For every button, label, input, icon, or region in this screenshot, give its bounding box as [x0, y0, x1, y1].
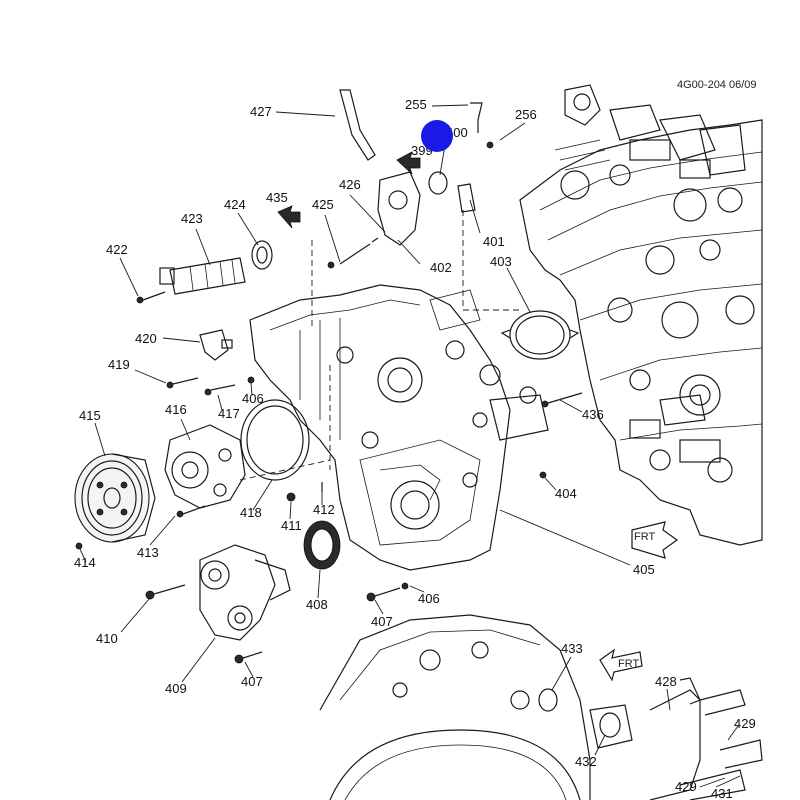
callout-labels: 427 255 256 400 399 426 435 424 425 423 …	[74, 97, 756, 800]
water-outlet-gasket	[500, 310, 580, 360]
direction-arrows: FRT FRT	[277, 151, 679, 682]
water-pump	[164, 399, 310, 509]
callout-429: 429	[734, 716, 756, 731]
thermostat-housing	[339, 89, 476, 246]
callout-417: 417	[218, 406, 240, 421]
front-arrow-label: FRT	[634, 531, 655, 543]
crank-seal	[303, 520, 341, 570]
callout-406: 406	[418, 591, 440, 606]
front-arrow-icon-right: FRT	[631, 521, 679, 559]
callout-427: 427	[250, 104, 272, 119]
callout-407: 407	[371, 614, 393, 629]
callout-413: 413	[137, 545, 159, 560]
flexplate-area	[319, 614, 633, 800]
callout-410: 410	[96, 631, 118, 646]
callout-414: 414	[74, 555, 96, 570]
callout-412: 412	[313, 502, 335, 517]
callout-408: 408	[306, 597, 328, 612]
engine-block	[519, 84, 763, 546]
blue-marker-dot	[421, 120, 453, 152]
arrow-icon-435	[277, 205, 301, 229]
callout-420: 420	[135, 331, 157, 346]
callout-416: 416	[165, 402, 187, 417]
callout-422: 422	[106, 242, 128, 257]
belt-tensioner	[199, 544, 291, 641]
crankshaft-balancer	[74, 453, 156, 543]
cam-actuator	[159, 240, 273, 295]
callout-407: 407	[241, 674, 263, 689]
coolant-pipes	[649, 677, 763, 800]
callout-401: 401	[483, 234, 505, 249]
callout-436: 436	[582, 407, 604, 422]
callout-406: 406	[242, 391, 264, 406]
reference-code: 4G00-204 06/09	[677, 79, 757, 91]
callout-418: 418	[240, 505, 262, 520]
callout-409: 409	[165, 681, 187, 696]
callout-415: 415	[79, 408, 101, 423]
callout-433: 433	[561, 641, 583, 656]
callout-404: 404	[555, 486, 577, 501]
callout-402: 402	[430, 260, 452, 275]
callout-431: 431	[711, 786, 733, 800]
callout-256: 256	[515, 107, 537, 122]
callout-426: 426	[339, 177, 361, 192]
callout-423: 423	[181, 211, 203, 226]
sensor-420	[199, 329, 233, 361]
callout-255: 255	[405, 97, 427, 112]
alignment-lines	[239, 210, 520, 481]
fasteners	[75, 102, 583, 664]
front-arrow-icon-left: FRT	[599, 648, 643, 682]
callout-429: 429	[675, 779, 697, 794]
callout-435: 435	[266, 190, 288, 205]
callout-425: 425	[312, 197, 334, 212]
leader-lines	[79, 104, 741, 788]
callout-419: 419	[108, 357, 130, 372]
arrow-icon-399	[396, 151, 421, 175]
front-arrow-label: FRT	[618, 658, 639, 670]
callout-432: 432	[575, 754, 597, 769]
callout-428: 428	[655, 674, 677, 689]
callout-424: 424	[224, 197, 246, 212]
callout-405: 405	[633, 562, 655, 577]
callout-411: 411	[281, 518, 302, 533]
callout-403: 403	[490, 254, 512, 269]
